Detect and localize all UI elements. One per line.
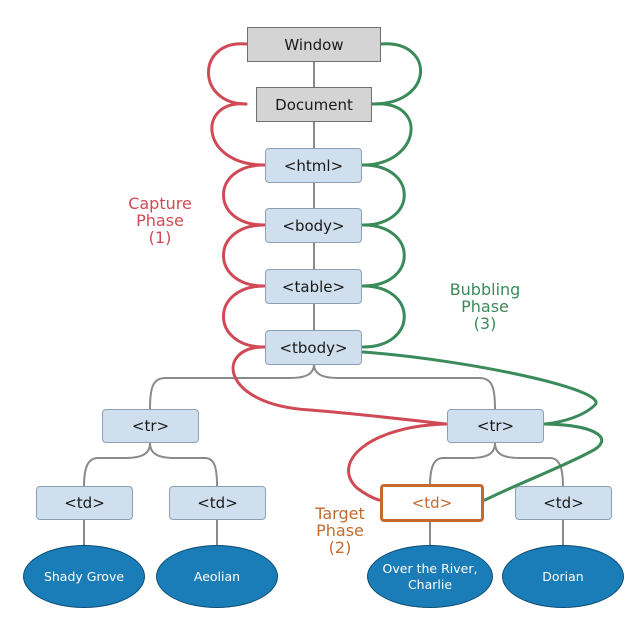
bubbling-arc-tr-tbody bbox=[361, 350, 598, 426]
bubbling-arc-body-html bbox=[361, 163, 406, 227]
bubbling-phase-label: Bubbling Phase (3) bbox=[435, 281, 535, 332]
leaf-dorian: Dorian bbox=[502, 545, 624, 608]
bubbling-phase-line2: Phase bbox=[461, 297, 509, 316]
bubbling-path bbox=[361, 42, 604, 502]
node-body: <body> bbox=[265, 208, 362, 243]
capture-arc-tbody-tr bbox=[231, 345, 448, 426]
node-html: <html> bbox=[265, 148, 362, 183]
node-tr-left: <tr> bbox=[102, 409, 199, 443]
connector-tbody-tr-left bbox=[149, 363, 315, 410]
leaf-shady-grove: Shady Grove bbox=[23, 545, 145, 608]
connector-tr-left-td-2 bbox=[149, 442, 218, 487]
capture-phase-line1: Capture bbox=[128, 194, 192, 213]
tree-connectors bbox=[83, 62, 564, 545]
bubbling-phase-line1: Bubbling bbox=[449, 280, 521, 299]
capture-arc-tr-td bbox=[347, 422, 448, 502]
connector-tbody-tr-right bbox=[313, 363, 496, 410]
bubbling-arc-table-body bbox=[361, 223, 406, 288]
capture-phase-line2: Phase bbox=[136, 211, 184, 230]
node-tbody: <tbody> bbox=[265, 330, 362, 365]
bubbling-arc-tbody-table bbox=[361, 284, 406, 349]
connector-tr-left-td-1 bbox=[83, 442, 151, 487]
node-td-2: <td> bbox=[169, 486, 266, 520]
connector-tr-right-td-target bbox=[429, 442, 496, 487]
target-phase-line3: (2) bbox=[328, 538, 352, 557]
capture-path bbox=[207, 42, 448, 502]
bubbling-arc-html-document bbox=[361, 102, 413, 167]
leaf-over-the-river-charlie: Over the River, Charlie bbox=[367, 545, 493, 608]
node-td-target: <td> bbox=[380, 484, 484, 522]
capture-phase-line3: (1) bbox=[148, 228, 172, 247]
capture-arc-window-document bbox=[207, 42, 248, 106]
node-tr-right: <tr> bbox=[447, 409, 544, 443]
capture-arc-document-html bbox=[210, 102, 266, 167]
target-phase-line2: Phase bbox=[316, 521, 364, 540]
capture-arc-body-table bbox=[222, 223, 266, 288]
node-window: Window bbox=[247, 27, 381, 62]
target-phase-line1: Target bbox=[315, 504, 365, 523]
connector-tr-right-td-4 bbox=[494, 442, 564, 487]
capture-phase-label: Capture Phase (1) bbox=[110, 195, 210, 246]
target-phase-label: Target Phase (2) bbox=[290, 505, 390, 556]
bubbling-arc-td-tr bbox=[483, 422, 604, 502]
node-td-1: <td> bbox=[36, 486, 133, 520]
bubbling-arc-document-window bbox=[371, 42, 422, 106]
node-td-4: <td> bbox=[515, 486, 612, 520]
leaf-aeolian: Aeolian bbox=[156, 545, 278, 608]
node-document: Document bbox=[256, 87, 372, 122]
capture-arc-html-body bbox=[222, 163, 266, 227]
capture-arc-table-tbody bbox=[222, 284, 266, 349]
node-table: <table> bbox=[265, 269, 362, 304]
bubbling-phase-line3: (3) bbox=[473, 314, 497, 333]
